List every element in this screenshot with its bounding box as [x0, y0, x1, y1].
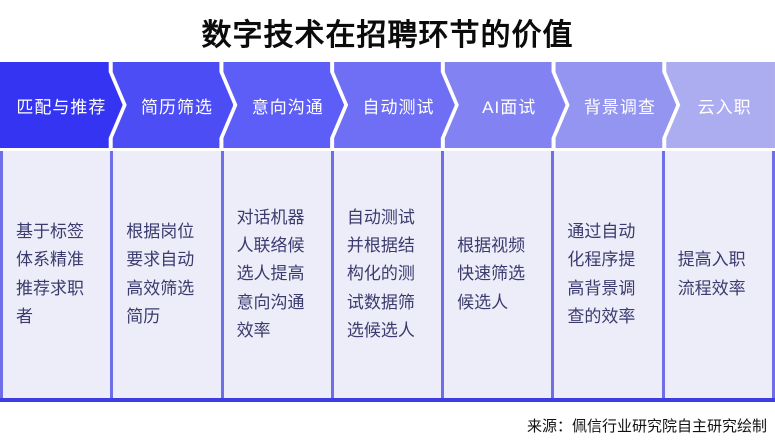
- stage-body-text: 自动测试并根据结构化的测试数据筛选候选人: [346, 208, 415, 340]
- stage-body-7: 提高入职流程效率: [664, 151, 775, 398]
- page-title: 数字技术在招聘环节的价值: [201, 19, 574, 52]
- stage-header-label: 云入职: [697, 97, 752, 117]
- stage-header-label: 背景调查: [583, 97, 656, 117]
- stage-body-text: 基于标签体系精准推荐求职者: [16, 222, 84, 326]
- header-row: 匹配与推荐 简历筛选 意向沟通 自动测试 AI面试 背景调查 云入职: [0, 62, 775, 148]
- stage-body-text: 通过自动化程序提高背景调查的效率: [567, 222, 636, 326]
- stage-header-2: 简历筛选: [111, 62, 234, 148]
- stage-body-5: 根据视频快速筛选候选人: [444, 151, 555, 398]
- stage-header-label: AI面试: [482, 97, 537, 117]
- stage-body-3: 对话机器人联络候选人提高意向沟通效率: [223, 151, 334, 398]
- source-attribution: 来源：佩信行业研究院自主研究绘制: [526, 418, 767, 435]
- stage-header-label: 匹配与推荐: [16, 97, 107, 117]
- stage-header-5: AI面试: [443, 62, 566, 148]
- stage-header-label: 自动测试: [362, 97, 435, 117]
- body-row: 基于标签体系精准推荐求职者根据岗位要求自动高效筛选简历对话机器人联络候选人提高意…: [0, 151, 775, 402]
- stage-body-text: 提高入职流程效率: [677, 250, 746, 298]
- stage-header-label: 意向沟通: [251, 97, 324, 117]
- stage-header-label: 简历筛选: [141, 97, 214, 117]
- stage-header-1: 匹配与推荐: [0, 62, 123, 148]
- stage-header-3: 意向沟通: [221, 62, 344, 148]
- stage-body-6: 通过自动化程序提高背景调查的效率: [554, 151, 665, 398]
- stage-header-4: 自动测试: [332, 62, 455, 148]
- stage-body-text: 根据岗位要求自动高效筛选简历: [126, 222, 195, 326]
- stage-header-7: 云入职: [664, 62, 775, 148]
- stage-body-4: 自动测试并根据结构化的测试数据筛选候选人: [333, 151, 445, 398]
- stage-body-1: 基于标签体系精准推荐求职者: [0, 151, 114, 398]
- stage-body-2: 根据岗位要求自动高效筛选简历: [113, 151, 224, 398]
- stage-body-text: 对话机器人联络候选人提高意向沟通效率: [236, 208, 305, 340]
- stage-header-6: 背景调查: [554, 62, 677, 148]
- stage-body-text: 根据视频快速筛选候选人: [457, 236, 526, 312]
